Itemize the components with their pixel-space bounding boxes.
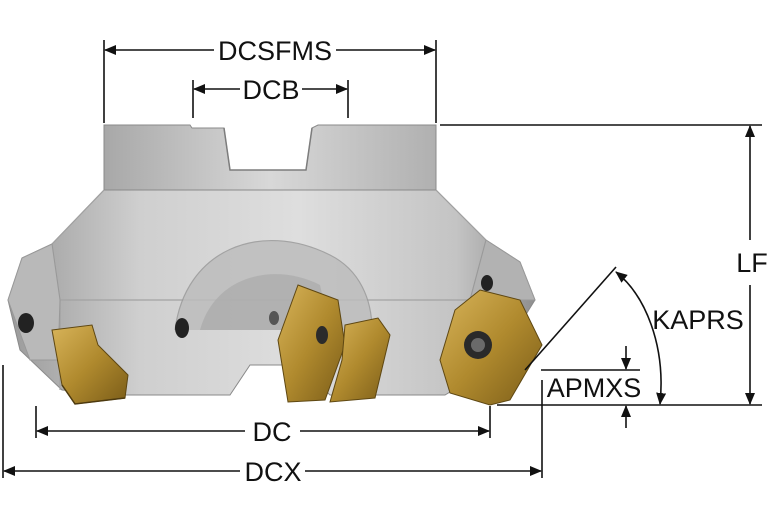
coolant-hole-right — [481, 275, 493, 291]
dimensions — [2, 40, 762, 478]
label-dcsfms: DCSFMS — [218, 36, 332, 66]
insert-left-edge — [61, 384, 126, 405]
cutter-hub — [103, 124, 437, 196]
insert-center — [277, 284, 346, 403]
label-lf: LF — [736, 248, 767, 278]
insert-center-right — [329, 317, 391, 403]
left-pocket — [7, 243, 61, 361]
coolant-hole-center — [175, 318, 189, 338]
coolant-hole-left — [18, 313, 34, 333]
kaprs-angle-leg — [524, 266, 617, 371]
label-kaprs: KAPRS — [652, 305, 744, 335]
kaprs-arc — [615, 271, 667, 405]
label-dcb: DCB — [242, 75, 299, 105]
inserts — [51, 284, 543, 406]
coolant-hole-mid — [269, 311, 279, 325]
label-dc: DC — [253, 417, 292, 447]
insert-center-screw — [316, 326, 328, 344]
dimension-labels: DCSFMS DCB LF KAPRS APMXS DC DCX — [218, 36, 767, 487]
label-apmxs: APMXS — [547, 373, 642, 403]
label-dcx: DCX — [244, 457, 301, 487]
insert-right-screw-head — [471, 338, 485, 352]
drive-slot — [223, 127, 313, 171]
